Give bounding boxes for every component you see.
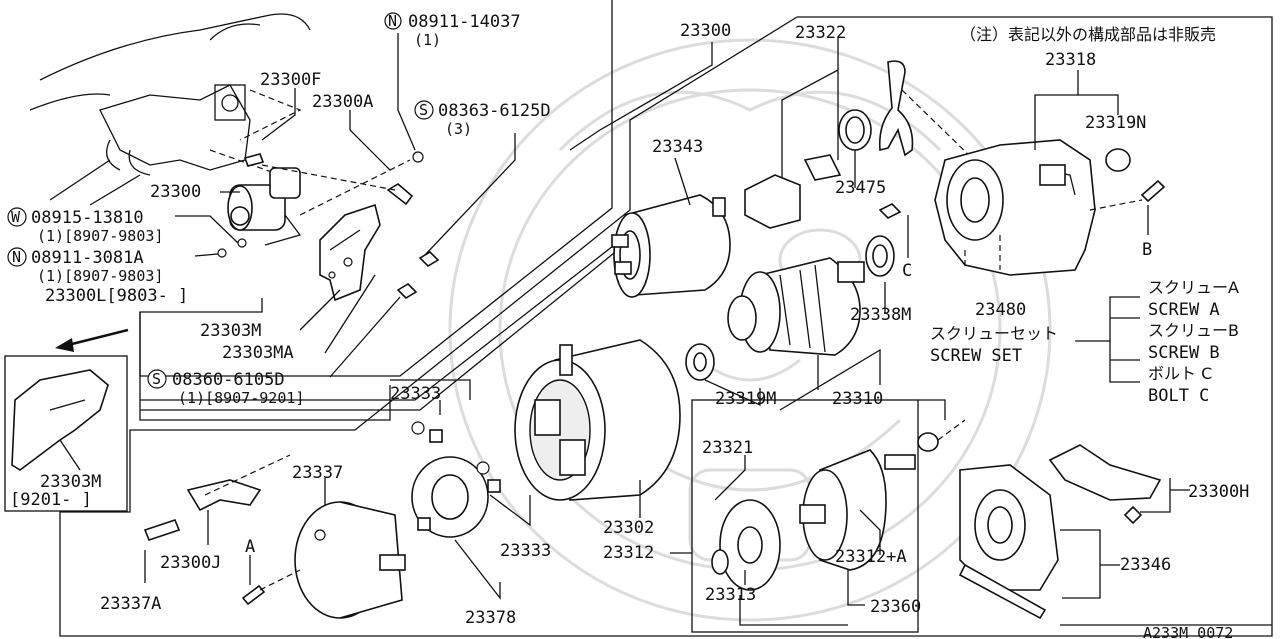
brush-holder	[411, 421, 501, 538]
ref-b: B	[1142, 240, 1152, 260]
label-23360: 23360	[870, 597, 921, 617]
label-23319n: 23319N	[1085, 113, 1146, 133]
label-23303ma: 23303MA	[222, 343, 294, 363]
label-23337: 23337	[292, 463, 343, 483]
drive-assembly-box	[691, 399, 919, 633]
label-23343: 23343	[652, 137, 703, 157]
screw-set-item: スクリューA	[1148, 278, 1239, 297]
label-23338m: 23338M	[850, 305, 911, 325]
fastener-n2: N 08911-3081A (1)[8907-9803]	[7, 247, 163, 285]
label-23318: 23318	[1045, 50, 1096, 70]
label-23321: 23321	[702, 438, 753, 458]
label-23322: 23322	[795, 23, 846, 43]
label-23312a: 23312+A	[835, 547, 907, 567]
ref-c: C	[902, 261, 912, 281]
label-23300: 23300	[150, 182, 201, 202]
circled-s-symbol: S	[419, 101, 428, 119]
note-text: （注）表記以外の構成部品は非販売	[960, 25, 1216, 44]
pinion-gear	[711, 499, 781, 591]
fastener-s2: S 08360-6105D (1)[8907-9201]	[147, 369, 304, 407]
fastener-qty: (1)[8907-9803]	[37, 267, 163, 285]
fastener-qty: (3)	[445, 120, 472, 138]
fastener-code: 08915-13810	[31, 208, 144, 228]
fastener-qty: (1)[8907-9803]	[37, 227, 163, 245]
label-23303m-inset: 23303M	[40, 472, 101, 492]
label-23300a: 23300A	[312, 92, 373, 112]
label-23312: 23312	[603, 543, 654, 563]
screw-set-item: BOLT C	[1148, 386, 1209, 406]
fastener-qty: (1)[8907-9201]	[178, 389, 304, 407]
screw-set-title-jp: スクリューセット	[930, 324, 1058, 343]
screw-set-item: SCREW B	[1148, 343, 1220, 363]
screw-set-item: ボルト C	[1148, 364, 1212, 383]
label-23480: 23480	[975, 300, 1026, 320]
solenoid-switch	[611, 194, 731, 298]
fastener-n1: N 08911-14037 (1)	[384, 12, 521, 49]
leader-lines	[59, 33, 1190, 626]
heat-shield	[319, 203, 381, 302]
gear-housing	[934, 139, 1096, 276]
label-23300j: 23300J	[160, 553, 221, 573]
label-23302: 23302	[603, 518, 654, 538]
fastener-w1: W 08915-13810 (1)[8907-9803]	[7, 207, 163, 245]
screw-set-title-en: SCREW SET	[930, 346, 1022, 366]
label-23300h: 23300H	[1188, 482, 1249, 502]
fastener-code: 08911-3081A	[31, 248, 144, 268]
diagram-code: A233M 0072	[1143, 624, 1233, 639]
label-23303m: 23303M	[200, 321, 261, 341]
label-23319m: 23319M	[715, 389, 776, 409]
screw-set-item: スクリューB	[1148, 321, 1239, 340]
label-23300f: 23300F	[260, 70, 321, 90]
starter-assembly-small	[217, 167, 302, 258]
fastener-code: 08911-14037	[408, 12, 521, 32]
assembly-frame	[59, 0, 1273, 637]
inset-box	[4, 355, 128, 512]
front-housing	[958, 464, 1059, 620]
label-23378: 23378	[465, 608, 516, 628]
overrunning-clutch	[799, 449, 916, 571]
label-23310: 23310	[832, 389, 883, 409]
circled-s-symbol: S	[152, 370, 161, 388]
label-23300-assembly: 23300	[680, 21, 731, 41]
label-inset-range: [9201- ]	[10, 490, 92, 510]
screw-set-list: スクリューA SCREW A スクリューB SCREW B ボルト C BOLT…	[1148, 278, 1239, 406]
fastener-qty: (1)	[414, 31, 441, 49]
label-23337a: 23337A	[100, 594, 161, 614]
label-23333-bottom: 23333	[500, 541, 551, 561]
screw-set-item: SCREW A	[1148, 300, 1220, 320]
circled-w-symbol: W	[11, 208, 21, 226]
left-down-arrow-icon	[55, 328, 129, 352]
rear-cover	[294, 501, 406, 619]
label-23475: 23475	[835, 178, 886, 198]
fastener-code: 08360-6105D	[172, 370, 285, 390]
label-23313: 23313	[705, 585, 756, 605]
fastener-code: 08363-6125D	[438, 101, 551, 121]
engine-block	[29, 13, 311, 206]
plunger-parts	[744, 60, 914, 229]
yoke-field-coil	[514, 339, 681, 501]
fastener-s1: S 08363-6125D (3)	[414, 100, 551, 138]
circled-n-symbol: N	[12, 248, 21, 266]
armature	[727, 257, 865, 356]
label-23346: 23346	[1120, 555, 1171, 575]
label-23300l: 23300L[9803- ]	[45, 286, 188, 306]
ref-a-upper: A	[245, 537, 255, 557]
circled-n-symbol: N	[388, 12, 397, 30]
label-23333-top: 23333	[390, 384, 441, 404]
